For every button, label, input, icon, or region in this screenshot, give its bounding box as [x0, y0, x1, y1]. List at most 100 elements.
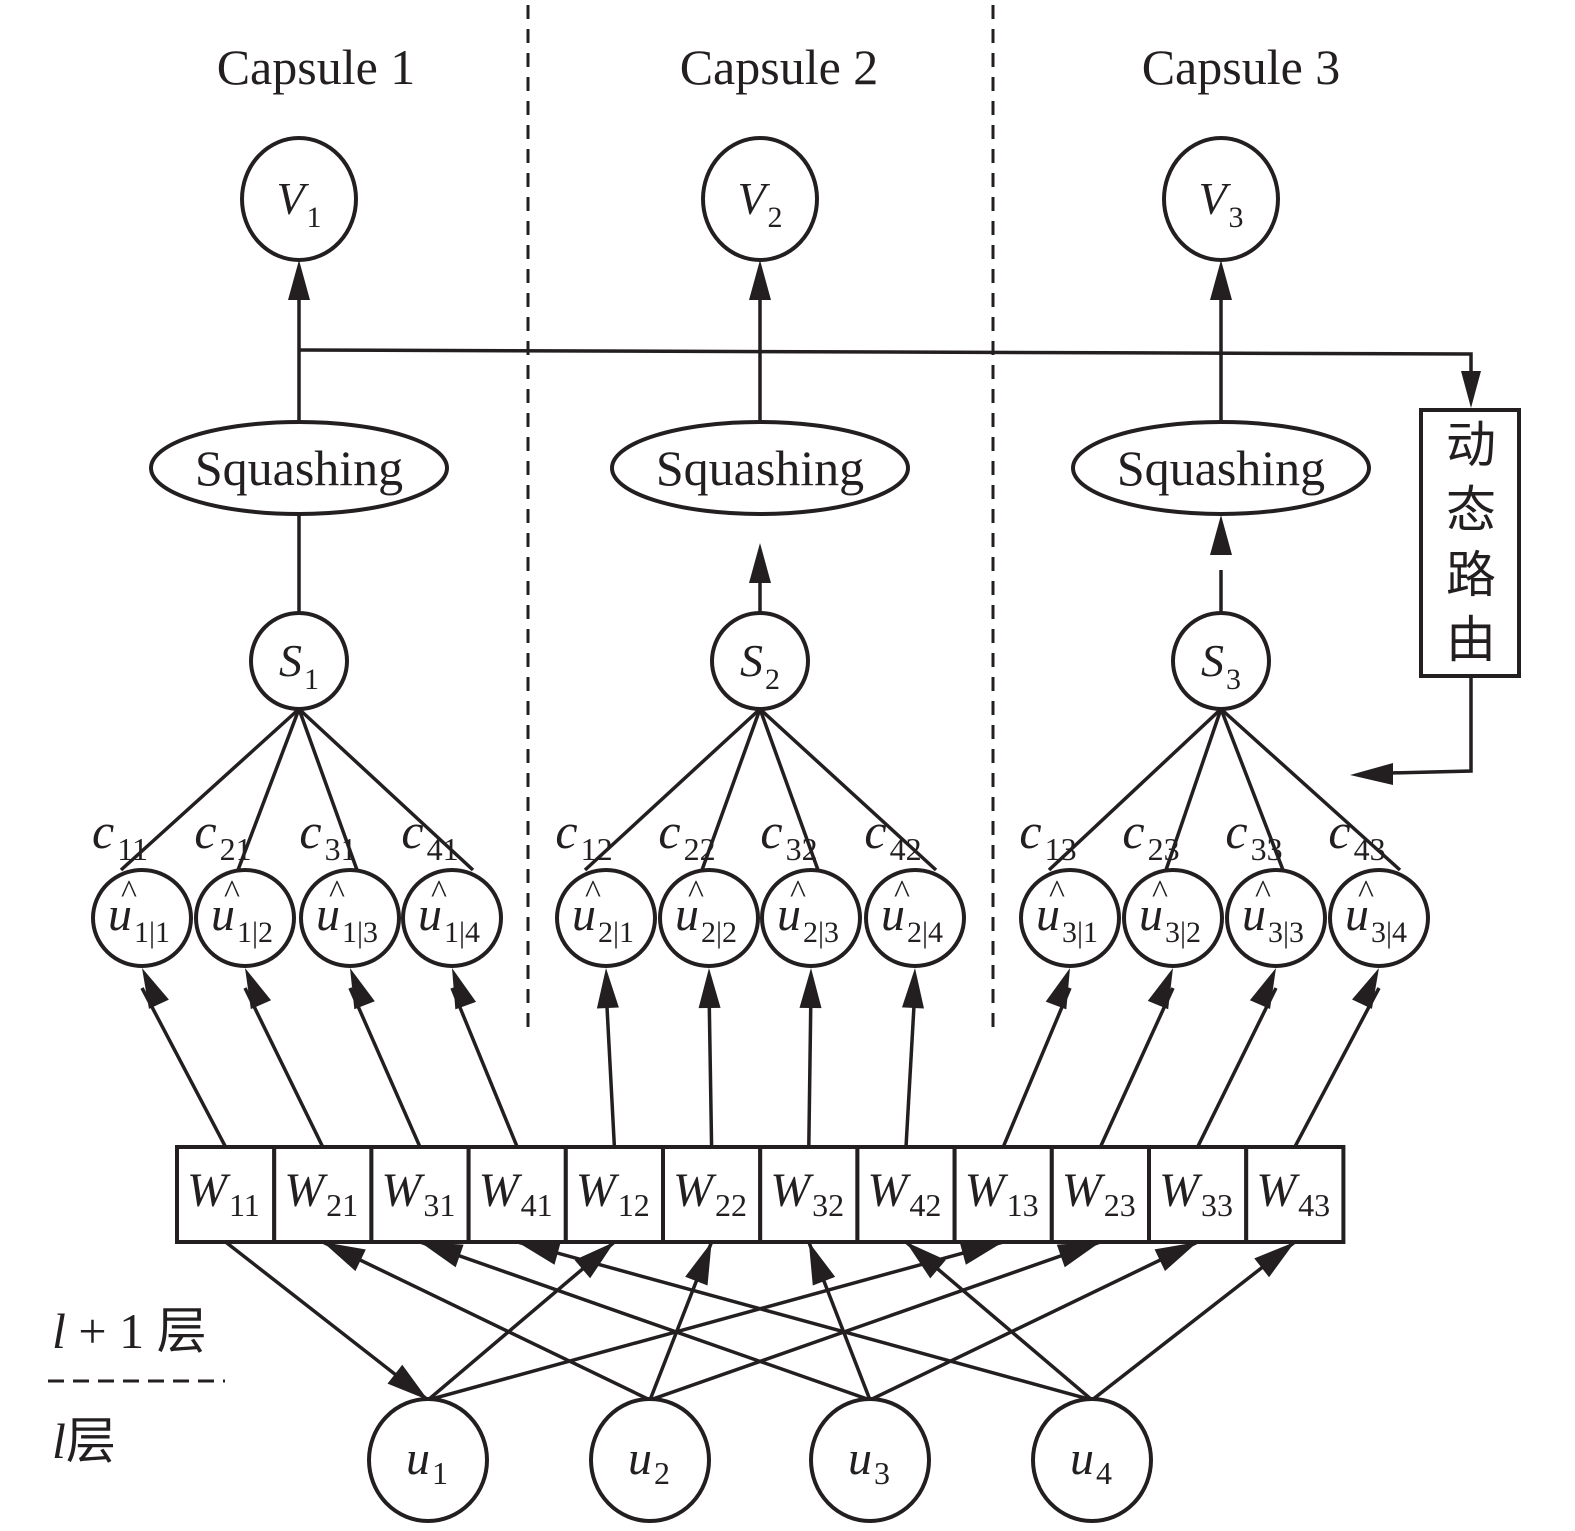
s2-label: S2: [740, 635, 780, 696]
c42-link: [758, 707, 938, 872]
input-symbol: u: [1070, 1432, 1094, 1485]
weight-subscript: 32: [812, 1187, 844, 1223]
c13-link: [1047, 707, 1223, 872]
routing-char-2: 态: [1446, 482, 1496, 538]
w23-arrowhead: [1056, 1242, 1101, 1268]
c-symbol: c: [1019, 803, 1041, 859]
weight-label-22: W22: [673, 1164, 747, 1223]
s2-label-symbol: S: [740, 635, 763, 686]
u-hat-symbol: u: [418, 888, 442, 941]
c-label-21: c21: [194, 803, 251, 867]
v2-label-subscript: 2: [768, 201, 783, 234]
weight-box-42: [855, 1145, 957, 1244]
u-hat-2-4-label: u2|4: [881, 888, 943, 949]
weight-symbol: W: [1256, 1164, 1300, 1217]
w-to-u-hat-arrowhead-8: [902, 968, 924, 1009]
w-to-u-hat-arrowhead-4: [452, 968, 477, 1010]
w-to-u-hat-arrowhead-2: [245, 968, 272, 1010]
hat-accent: ^: [329, 874, 345, 911]
u-hat-symbol: u: [316, 888, 340, 941]
c23-link: [1164, 708, 1223, 871]
input-symbol: u: [406, 1432, 430, 1485]
w13-arrowhead: [959, 1241, 1004, 1265]
weight-label-41: W41: [479, 1164, 553, 1223]
input-symbol: u: [628, 1432, 652, 1485]
weight-symbol: W: [867, 1164, 911, 1217]
hat-accent: ^: [224, 874, 240, 911]
c-symbol: c: [1225, 803, 1247, 859]
upper-layer-text: + 1 层: [66, 1303, 207, 1359]
v1-arrowhead: [288, 260, 310, 300]
s1-label: S1: [279, 635, 319, 696]
v2-label: V2: [737, 173, 782, 234]
weight-label-12: W12: [576, 1164, 650, 1223]
c-symbol: c: [658, 803, 680, 859]
input-symbol: u: [848, 1432, 872, 1485]
c-symbol: c: [555, 803, 577, 859]
weight-label-43: W43: [1256, 1164, 1330, 1223]
u3-to-w33-line: [869, 1240, 1199, 1402]
u-hat-1-4-label: u1|4: [418, 888, 480, 949]
u-hat-1-4-node: [401, 868, 503, 968]
capsule-2: V2SquashingS2c12^u2|1c22^u2|2c32^u2|3c42…: [555, 136, 966, 968]
u-hat-2-3-node: [760, 868, 862, 968]
routing-feedback-arrowhead: [1461, 371, 1481, 408]
w41-arrowhead: [517, 1241, 561, 1265]
u-hat-symbol: u: [881, 888, 905, 941]
weight-box-33: [1147, 1145, 1249, 1244]
u-hat-3-1-node: [1019, 868, 1121, 968]
hat-accent: ^: [1358, 874, 1374, 911]
v2-label-symbol: V: [737, 173, 770, 224]
u2-to-w21-line: [322, 1240, 651, 1402]
u-hat-symbol: u: [211, 888, 235, 941]
c-label-32: c32: [760, 803, 817, 867]
routing-return-line: [1389, 676, 1473, 775]
u-hat-3-3-node: [1225, 868, 1327, 968]
c-symbol: c: [92, 803, 114, 859]
w-to-u-hat-arrow-12: [1293, 987, 1381, 1148]
w-to-u-hat-arrow-6: [707, 987, 714, 1148]
weight-symbol: W: [479, 1164, 523, 1217]
weight-box-22: [661, 1145, 763, 1244]
c41-link: [297, 707, 475, 872]
u-hat-2-3-label: u2|3: [777, 888, 839, 949]
w12-arrowhead: [574, 1242, 615, 1279]
u-hat-symbol: u: [1345, 888, 1369, 941]
w31-arrowhead: [420, 1242, 464, 1268]
w-to-u-hat-arrowhead-12: [1352, 968, 1379, 1009]
u-hat-subscript: 3|1: [1062, 916, 1098, 949]
w-to-u-hat-arrowhead-1: [142, 968, 169, 1009]
weight-symbol: W: [187, 1164, 231, 1217]
squashing-2-label: Squashing: [656, 440, 864, 496]
lower-layer-var: l: [52, 1413, 66, 1469]
weight-box-21: [272, 1145, 374, 1244]
c-label-31: c31: [299, 803, 356, 867]
w-to-u-hat-arrow-4: [450, 987, 519, 1148]
s2-label-subscript: 2: [765, 663, 780, 696]
squashing-1-label: Squashing: [195, 440, 403, 496]
u-hat-subscript: 2|1: [598, 916, 634, 949]
weight-subscript: 22: [715, 1187, 747, 1223]
s1-label-symbol: S: [279, 635, 302, 686]
u-hat-subscript: 2|3: [803, 916, 839, 949]
c21-link: [236, 708, 301, 871]
u-hat-1-2-node: [194, 868, 296, 968]
hat-accent: ^: [894, 874, 910, 911]
input-u1-node: [367, 1397, 489, 1523]
c-subscript: 12: [581, 831, 613, 867]
c-symbol: c: [760, 803, 782, 859]
capsule-3-title: Capsule 3: [1142, 39, 1341, 95]
u-hat-symbol: u: [777, 888, 801, 941]
input-u1-label: u1: [406, 1432, 448, 1491]
c-label-23: c23: [1122, 803, 1179, 867]
routing-feedback-line: [298, 348, 1473, 372]
w42-arrowhead: [906, 1242, 946, 1279]
routing-char-1: 动: [1446, 417, 1496, 473]
v3-label-subscript: 3: [1229, 201, 1244, 234]
c-subscript: 33: [1251, 831, 1283, 867]
routing-char-3: 路: [1446, 547, 1496, 603]
c-subscript: 31: [325, 831, 357, 867]
u2-to-w23-line: [649, 1240, 1101, 1402]
c-symbol: c: [299, 803, 321, 859]
squashing-3: [1071, 420, 1371, 516]
